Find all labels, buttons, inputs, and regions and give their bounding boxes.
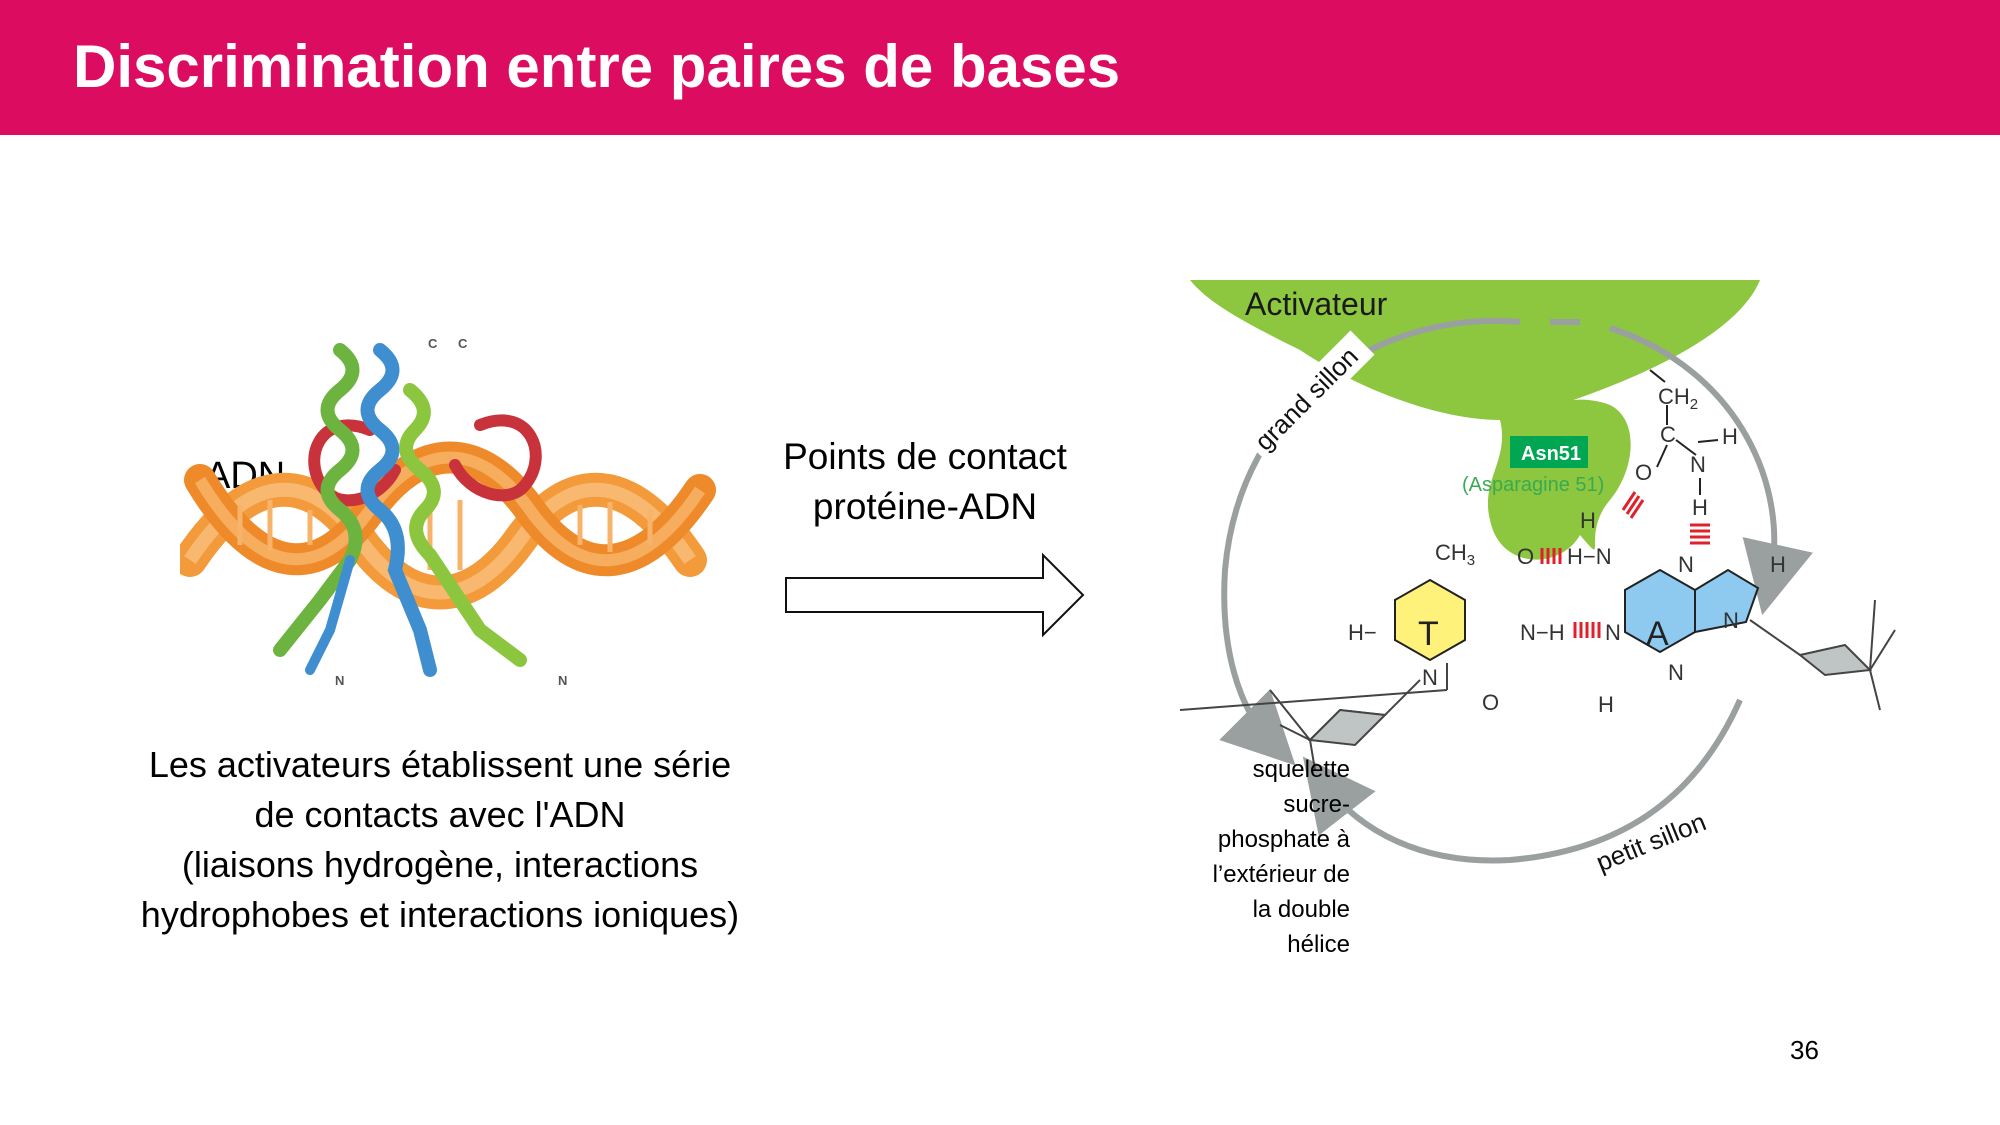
protein-dna-illustration: C C N N — [180, 330, 720, 700]
description-line: de contacts avec l'ADN — [60, 790, 820, 840]
h-n-group: H−N — [1567, 544, 1612, 569]
contact-label-line: Points de contact — [760, 432, 1090, 482]
oxygen-atom-t2: O — [1482, 690, 1499, 715]
contact-label-line: protéine-ADN — [760, 482, 1090, 532]
description-line: (liaisons hydrogène, interactions — [60, 840, 820, 890]
activator-label: Activateur — [1245, 286, 1388, 322]
backbone-line: l’extérieur de — [1160, 857, 1350, 892]
nitrogen-atom-a7: N — [1678, 552, 1694, 577]
backbone-line: la double — [1160, 892, 1350, 927]
hydrogen-atom-t: H− — [1348, 620, 1377, 645]
contact-points-label: Points de contact protéine-ADN — [760, 432, 1090, 532]
carbon-atom: C — [1660, 422, 1676, 447]
terminus-n-1: N — [335, 673, 344, 688]
ch2-group: CH2 — [1658, 384, 1698, 413]
nitrogen-atom-asn: N — [1690, 452, 1706, 477]
backbone-label: squelette sucre- phosphate à l’extérieur… — [1160, 752, 1350, 962]
hydrogen-atom-a: H — [1580, 508, 1596, 533]
slide-title: Discrimination entre paires de bases — [73, 32, 1120, 101]
backbone-line: sucre- — [1160, 787, 1350, 822]
thymine-letter: T — [1418, 615, 1439, 653]
nitrogen-atom-a: N — [1605, 620, 1621, 645]
backbone-line: phosphate à — [1160, 822, 1350, 857]
hydrogen-atom-asn1: H — [1722, 424, 1738, 449]
title-bar: Discrimination entre paires de bases — [0, 0, 2000, 135]
hydrogen-atom-asn2: H — [1692, 495, 1708, 520]
nitrogen-atom-a3: N — [1668, 660, 1684, 685]
n-h-group: N−H — [1520, 620, 1565, 645]
backbone-right — [1750, 600, 1895, 710]
hydrogen-atom-a2: H — [1598, 692, 1614, 717]
right-arrow-icon — [780, 550, 1090, 640]
terminus-c-1: C — [428, 336, 438, 351]
oxygen-atom-asn: O — [1635, 460, 1652, 485]
nitrogen-atom-a9: N — [1723, 608, 1739, 633]
terminus-c-2: C — [458, 336, 468, 351]
ch3-group: CH3 — [1435, 540, 1475, 569]
terminus-n-2: N — [558, 673, 567, 688]
adenine-letter: A — [1646, 615, 1669, 653]
description-line: hydrophobes et interactions ioniques) — [60, 890, 820, 940]
page-number: 36 — [1790, 1035, 1819, 1066]
description-line: Les activateurs établissent une série — [60, 740, 820, 790]
backbone-line: hélice — [1160, 927, 1350, 962]
backbone-line: squelette — [1160, 752, 1350, 787]
residue-name: (Asparagine 51) — [1462, 474, 1604, 496]
residue-badge: Asn51 — [1521, 443, 1581, 465]
nitrogen-atom-t1: N — [1422, 665, 1438, 690]
hydrogen-atom-a8: H — [1770, 552, 1786, 577]
description-text: Les activateurs établissent une série de… — [60, 740, 820, 940]
major-groove-label: grand sillon — [1249, 341, 1364, 456]
oxygen-atom-t: O — [1517, 544, 1534, 569]
